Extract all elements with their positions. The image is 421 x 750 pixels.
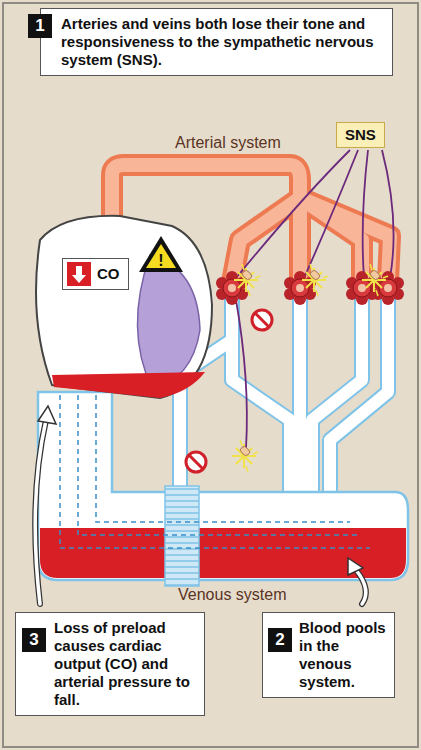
box-text: Loss of preload causes cardiac output (C… (54, 619, 196, 709)
decrease-icon (67, 262, 91, 286)
callout-number: 2 (268, 628, 292, 652)
box-text: CO (97, 265, 120, 283)
callout-number: 1 (28, 14, 52, 38)
co-badge: CO (62, 258, 129, 290)
sns-box: SNS (336, 122, 385, 148)
callout-box: Blood pools in the venous system. (262, 612, 395, 698)
box-text: SNS (345, 126, 376, 144)
region-label: Arterial system (175, 134, 281, 152)
box-text: Arteries and veins both lose their tone … (61, 15, 384, 69)
warning-mark: ! (155, 252, 167, 270)
callout-box: Arteries and veins both lose their tone … (40, 8, 393, 76)
callout-number: 3 (22, 628, 46, 652)
region-label: Venous system (178, 586, 287, 604)
box-text: Blood pools in the venous system. (299, 619, 386, 691)
